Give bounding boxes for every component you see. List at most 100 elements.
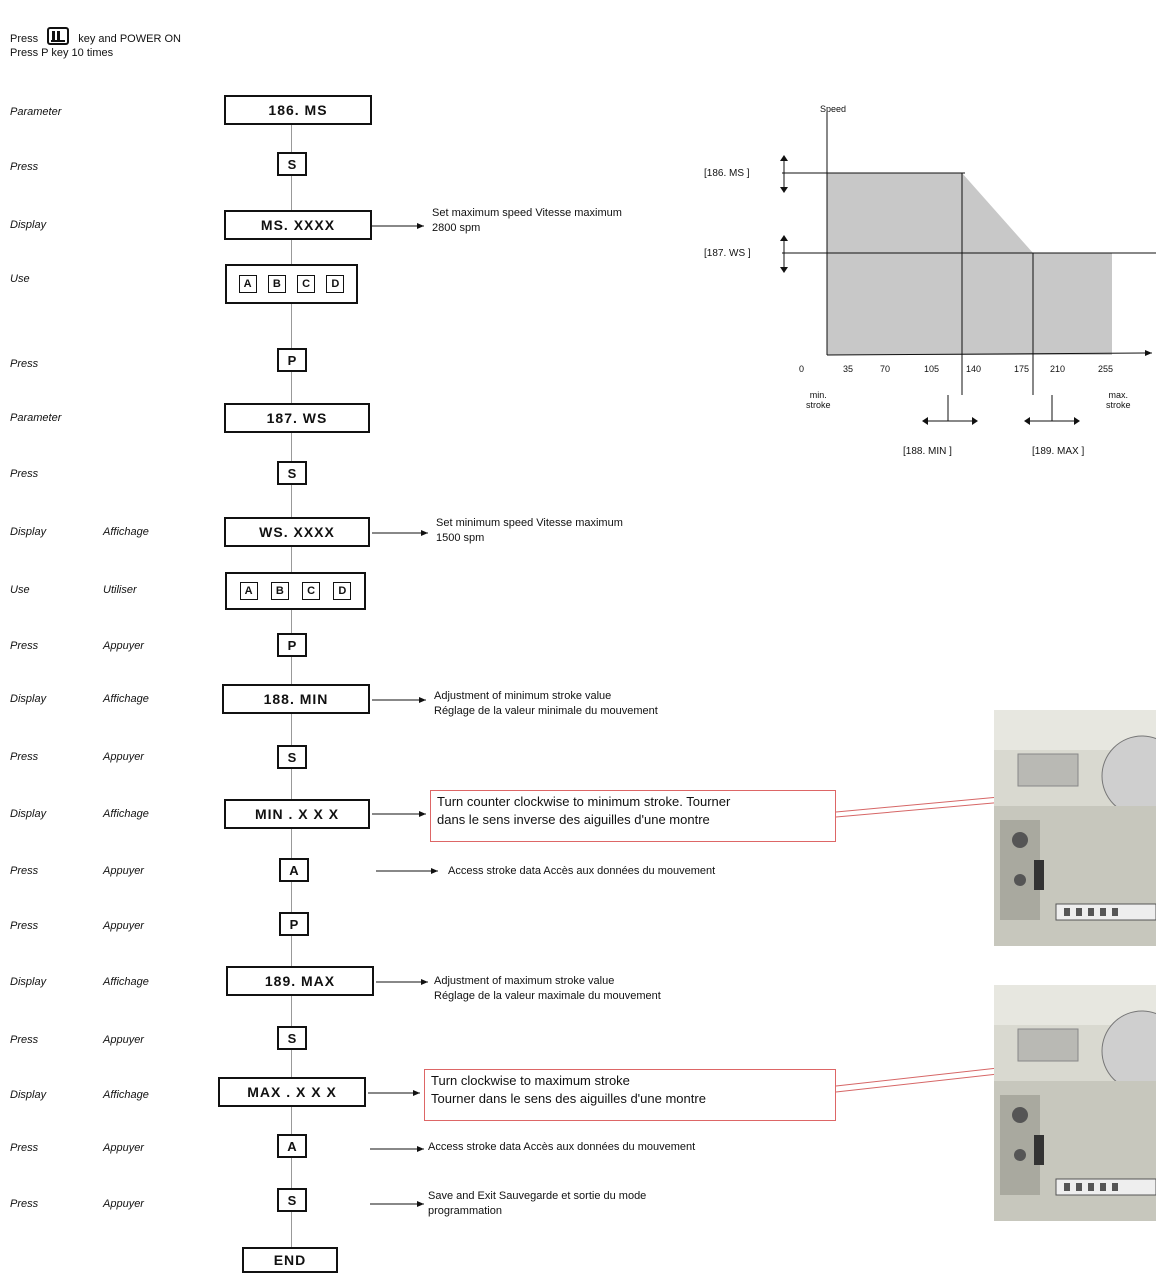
label-press-9: Press xyxy=(10,1142,39,1154)
label-display-3: Display xyxy=(10,693,47,705)
callout-min-line2: dans le sens inverse des aiguilles d'une… xyxy=(437,812,710,827)
step-param-188: 188. MIN xyxy=(222,684,370,714)
display-ws: WS. XXXX xyxy=(224,517,370,547)
step-param-189: 189. MAX xyxy=(226,966,374,996)
label-affichage-3: Affichage xyxy=(103,693,149,705)
note-min-speed-line2: 1500 spm xyxy=(436,532,485,544)
label-display-2: Display xyxy=(10,526,47,538)
note-max-stroke: Adjustment of maximum stroke value Régla… xyxy=(434,974,661,1004)
x-tick-175: 175 xyxy=(1014,364,1030,374)
machine-photo-max xyxy=(994,985,1156,1221)
label-display-1: Display xyxy=(10,219,47,231)
label-appuyer-6: Appuyer xyxy=(103,865,144,877)
note-save-line2: programmation xyxy=(428,1205,502,1217)
speed-area xyxy=(827,173,1112,355)
key-d: D xyxy=(333,582,352,600)
label-display-4: Display xyxy=(10,808,47,820)
step-param-186: 186. MS xyxy=(224,95,372,125)
label-utiliser-2: Utiliser xyxy=(103,584,137,596)
key-d: D xyxy=(326,275,345,293)
intro-line-2: Press P key 10 times xyxy=(10,47,114,59)
label-appuyer-9: Appuyer xyxy=(103,1142,144,1154)
label-appuyer-5: Appuyer xyxy=(103,751,144,763)
note-access-1: Access stroke data Accès aux données du … xyxy=(448,865,716,877)
display-min: MIN . X X X xyxy=(224,799,370,829)
label-affichage-5: Affichage xyxy=(103,976,149,988)
label-press-3: Press xyxy=(10,468,39,480)
x-tick-140: 140 xyxy=(966,364,982,374)
label-use-1: Use xyxy=(10,273,30,285)
key-s-5: S xyxy=(277,1188,307,1212)
ms-param-label: [186. MS ] xyxy=(704,168,750,179)
label-parameter-1: Parameter xyxy=(10,106,62,118)
min-label-1: min. xyxy=(809,390,827,400)
abcd-keys-1: A B C D xyxy=(225,264,358,304)
label-affichage-4: Affichage xyxy=(103,808,149,820)
end-box: END xyxy=(242,1247,338,1273)
key-c: C xyxy=(297,275,316,293)
note-max-stroke-line2: Réglage de la valeur maximale du mouveme… xyxy=(434,990,661,1002)
display-ms: MS. XXXX xyxy=(224,210,372,240)
note-min-stroke-line1: Adjustment of minimum stroke value xyxy=(434,690,612,702)
callout-max-line2: Tourner dans le sens des aiguilles d'une… xyxy=(431,1091,706,1106)
intro-press-text: Press xyxy=(10,32,39,45)
key-p-3: P xyxy=(279,912,309,936)
speed-stroke-graph xyxy=(780,112,1156,425)
key-a-2: A xyxy=(277,1134,307,1158)
label-press-5: Press xyxy=(10,751,39,763)
label-press-2: Press xyxy=(10,358,39,370)
machine-photo-min xyxy=(994,710,1156,946)
x-tick-105: 105 xyxy=(924,364,940,374)
key-s-3: S xyxy=(277,745,307,769)
max-param-label: [189. MAX ] xyxy=(1032,446,1085,457)
note-save-exit: Save and Exit Sauvegarde et sortie du mo… xyxy=(428,1189,646,1217)
label-press-4: Press xyxy=(10,640,39,652)
x-tick-210: 210 xyxy=(1050,364,1066,374)
label-press-10: Press xyxy=(10,1198,39,1210)
note-min-stroke: Adjustment of minimum stroke value Régla… xyxy=(434,689,658,719)
label-press-7: Press xyxy=(10,920,39,932)
key-a: A xyxy=(238,275,257,293)
min-param-label: [188. MIN ] xyxy=(903,446,952,457)
label-appuyer-7: Appuyer xyxy=(103,920,144,932)
note-max-speed-line2: 2800 spm xyxy=(432,222,481,234)
note-save-line1: Save and Exit Sauvegarde et sortie du mo… xyxy=(428,1190,647,1202)
note-max-speed-line1: Set maximum speed Vitesse maximum xyxy=(432,207,622,219)
key-b: B xyxy=(270,582,289,600)
key-c: C xyxy=(302,582,321,600)
label-appuyer-4: Appuyer xyxy=(103,640,144,652)
key-s-2: S xyxy=(277,461,307,485)
x-tick-35: 35 xyxy=(843,364,854,374)
intro-line-1: Press key and POWER ON xyxy=(10,27,181,48)
key-b: B xyxy=(267,275,286,293)
label-display-5: Display xyxy=(10,976,47,988)
display-max: MAX . X X X xyxy=(218,1077,366,1107)
max-stroke-axis-label: max. stroke xyxy=(1106,390,1131,410)
note-access-2: Access stroke data Accès aux données du … xyxy=(428,1141,696,1153)
callout-min-line1: Turn counter clockwise to minimum stroke… xyxy=(437,794,731,809)
note-max-stroke-line1: Adjustment of maximum stroke value xyxy=(434,975,615,987)
x-tick-0: 0 xyxy=(799,364,805,374)
key-a: A xyxy=(239,582,258,600)
note-min-speed-line1: Set minimum speed Vitesse maximum xyxy=(436,517,623,529)
ws-param-label: [187. WS ] xyxy=(704,248,751,259)
label-press-8: Press xyxy=(10,1034,39,1046)
label-parameter-2: Parameter xyxy=(10,412,62,424)
label-appuyer-10: Appuyer xyxy=(103,1198,144,1210)
step-param-187: 187. WS xyxy=(224,403,370,433)
key-s-4: S xyxy=(277,1026,307,1050)
label-appuyer-8: Appuyer xyxy=(103,1034,144,1046)
x-tick-70: 70 xyxy=(880,364,891,374)
callout-max-stroke: Turn clockwise to maximum stroke Tourner… xyxy=(424,1069,836,1121)
min-label-2: stroke xyxy=(806,400,831,410)
key-icon xyxy=(47,27,70,45)
label-affichage-6: Affichage xyxy=(103,1089,149,1101)
max-label-2: stroke xyxy=(1106,400,1131,410)
note-min-stroke-line2: Réglage de la valeur minimale du mouveme… xyxy=(434,705,658,717)
label-display-6: Display xyxy=(10,1089,47,1101)
key-a-1: A xyxy=(279,858,309,882)
note-min-speed: Set minimum speed Vitesse maximum 1500 s… xyxy=(436,516,623,546)
key-p-2: P xyxy=(277,633,307,657)
callout-min-stroke: Turn counter clockwise to minimum stroke… xyxy=(430,790,836,842)
note-max-speed: Set maximum speed Vitesse maximum 2800 s… xyxy=(432,206,622,236)
